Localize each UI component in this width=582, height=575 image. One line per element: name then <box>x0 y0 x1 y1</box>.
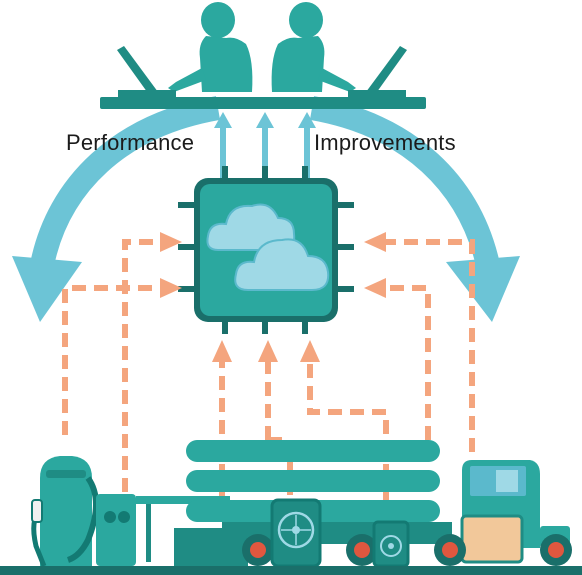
fan-unit-icon <box>372 520 410 568</box>
chip-to-people-arrows <box>214 112 316 180</box>
performance-label: Performance <box>66 130 195 155</box>
right-arc-arrow <box>309 96 520 322</box>
person-laptop-icon <box>117 2 253 97</box>
ground-line <box>0 566 582 575</box>
chip-pins <box>178 166 354 334</box>
fuel-pump-icon <box>31 456 99 567</box>
fan-unit-icon <box>270 498 322 568</box>
left-arc-arrow <box>12 96 221 322</box>
improvements-label: Improvements <box>314 130 456 155</box>
cloud-icon <box>206 203 296 251</box>
cloud-icon <box>234 238 330 291</box>
desk <box>100 97 426 109</box>
data-flow-arrowheads <box>160 232 386 362</box>
person-laptop-icon <box>271 2 407 97</box>
